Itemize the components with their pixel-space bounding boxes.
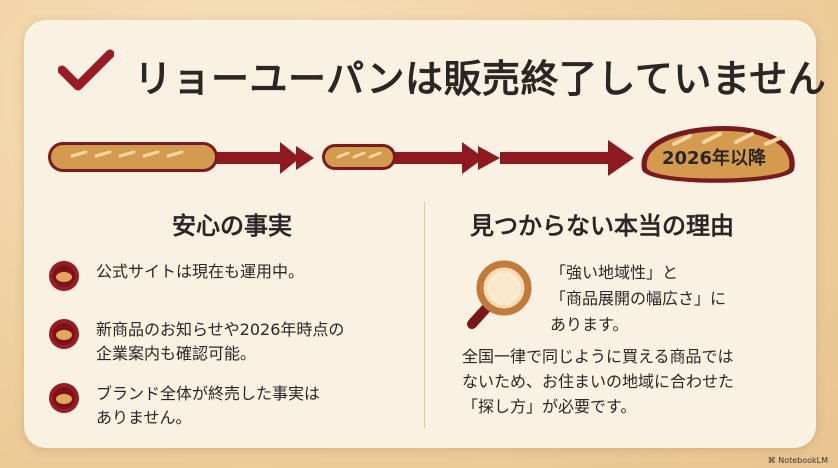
year-badge-label: 2026年以降 bbox=[661, 148, 767, 169]
timeline-arrow-head bbox=[280, 142, 300, 174]
fact-text: ブランド全体が終売した事実は ありません。 bbox=[96, 384, 321, 427]
timeline: 2026年以降 bbox=[24, 114, 816, 200]
info-card: リョーユーパンは販売終了していません bbox=[24, 20, 827, 448]
timeline-graphic bbox=[48, 126, 795, 183]
bread-seal-icon bbox=[49, 383, 79, 413]
timeline-arrow-head bbox=[608, 140, 634, 176]
column-divider bbox=[424, 202, 425, 428]
left-heading: 安心の事実 bbox=[172, 212, 292, 240]
fact-text: 新商品のお知らせや2026年時点の 企業案内も確認可能。 bbox=[96, 320, 345, 363]
timeline-arrow-head bbox=[296, 146, 314, 170]
fact-text: 公式サイトは現在も運用中。 bbox=[96, 262, 305, 281]
page-title: リョーユーパンは販売終了していません bbox=[134, 57, 827, 101]
reason-quote: 「強い地域性」と 「商品展開の幅広さ」に あります。 bbox=[550, 263, 727, 334]
timeline-shaft bbox=[214, 152, 284, 164]
watermark: ⌘ NotebookLM bbox=[767, 456, 828, 465]
timeline-arrow-head bbox=[462, 142, 484, 174]
check-icon bbox=[58, 49, 114, 91]
bread-icon bbox=[48, 142, 218, 172]
right-heading: 見つからない本当の理由 bbox=[470, 212, 734, 240]
bread-badge-icon bbox=[641, 126, 795, 183]
reason-body: 全国一律で同じように買える商品では ないため、お住まいの地域に合わせた 「探し方… bbox=[462, 347, 735, 416]
bread-icon bbox=[322, 144, 396, 170]
magnifier-icon bbox=[467, 260, 532, 329]
bread-seal-icon bbox=[49, 261, 79, 291]
timeline-arrow-head bbox=[478, 146, 500, 170]
bread-seal-icon bbox=[49, 319, 79, 349]
timeline-shaft bbox=[394, 152, 464, 164]
timeline-shaft bbox=[500, 152, 610, 164]
title-row: リョーユーパンは販売終了していません bbox=[24, 30, 827, 110]
